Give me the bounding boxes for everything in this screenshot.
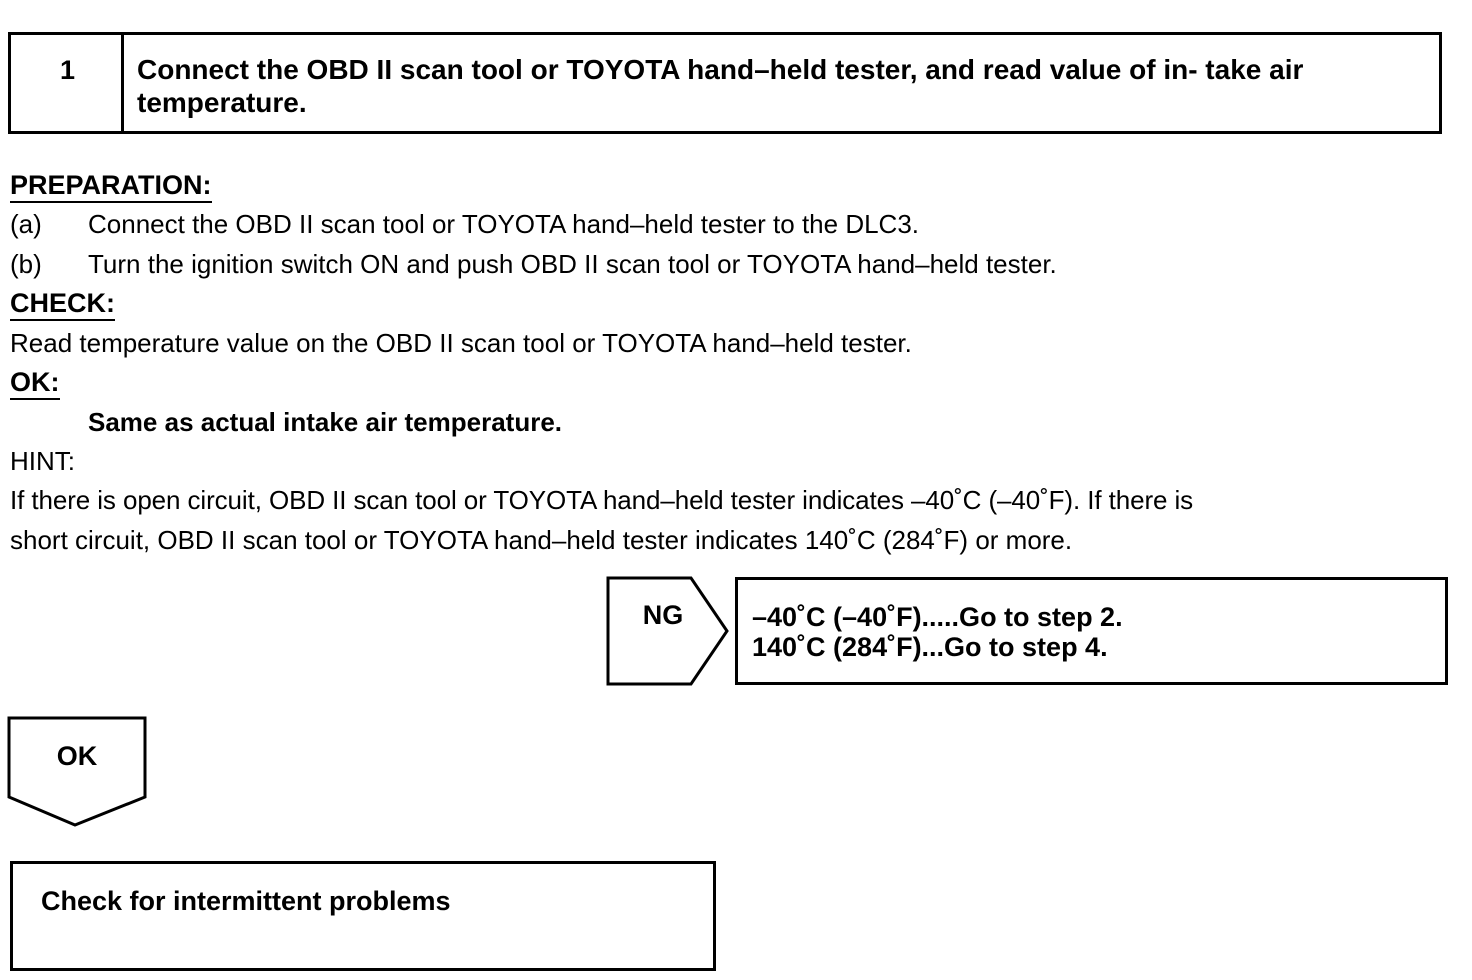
ng-result-box: –40˚C (–40˚F).....Go to step 2. 140˚C (2… xyxy=(735,577,1448,685)
step-number-cell: 1 xyxy=(11,35,124,131)
ng-result-line: 140˚C (284˚F)...Go to step 4. xyxy=(752,632,1108,662)
preparation-heading: PREPARATION: xyxy=(10,169,212,203)
ok-arrow-shape xyxy=(7,716,147,827)
next-step-text: Check for intermittent problems xyxy=(41,886,451,916)
ng-arrow-shape xyxy=(606,576,729,686)
ng-label: NG xyxy=(642,600,684,630)
check-heading: CHECK: xyxy=(10,287,115,321)
step-header-box: 1 Connect the OBD II scan tool or TOYOTA… xyxy=(8,32,1442,134)
check-text: Read temperature value on the OBD II sca… xyxy=(10,328,912,358)
hint-heading: HINT: xyxy=(10,446,75,476)
ng-result-line: –40˚C (–40˚F).....Go to step 2. xyxy=(752,602,1123,632)
preparation-item-label: (b) xyxy=(10,249,42,279)
next-step-box: Check for intermittent problems xyxy=(10,861,716,971)
step-number: 1 xyxy=(59,55,76,85)
hint-line: If there is open circuit, OBD II scan to… xyxy=(10,485,1194,515)
ok-spec-heading: OK: xyxy=(10,366,60,400)
ok-spec-text: Same as actual intake air temperature. xyxy=(88,407,563,437)
hint-line: short circuit, OBD II scan tool or TOYOT… xyxy=(10,525,1073,555)
preparation-item-label: (a) xyxy=(10,209,42,239)
preparation-item-text: Connect the OBD II scan tool or TOYOTA h… xyxy=(88,209,920,239)
step-title: Connect the OBD II scan tool or TOYOTA h… xyxy=(137,54,1304,118)
preparation-item-text: Turn the ignition switch ON and push OBD… xyxy=(88,249,1057,279)
ok-label: OK xyxy=(56,741,98,771)
